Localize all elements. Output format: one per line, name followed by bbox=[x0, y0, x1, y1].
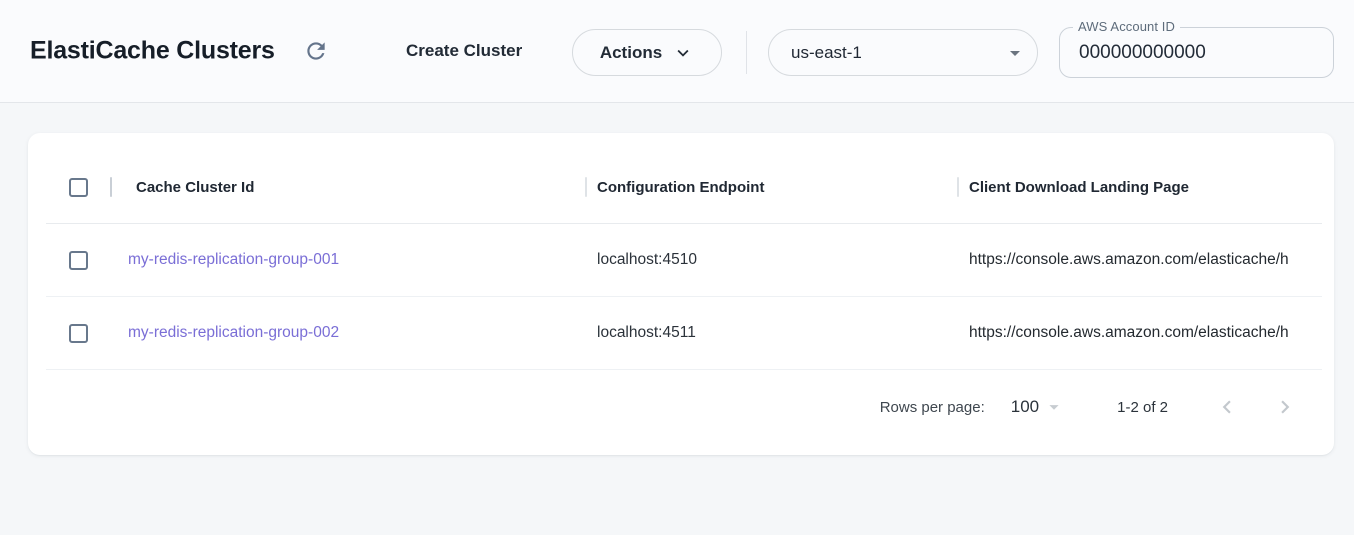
chevron-right-icon bbox=[1272, 394, 1298, 420]
chevron-left-icon bbox=[1214, 394, 1240, 420]
create-cluster-button[interactable]: Create Cluster bbox=[406, 41, 523, 60]
aws-account-id-input[interactable] bbox=[1060, 28, 1333, 77]
row-checkbox[interactable] bbox=[68, 250, 88, 270]
table-row: my-redis-replication-group-001 localhost… bbox=[46, 224, 1322, 297]
column-header-client-download-landing-page[interactable]: Client Download Landing Page bbox=[957, 151, 1322, 223]
refresh-button[interactable] bbox=[300, 35, 332, 67]
actions-button[interactable]: Actions bbox=[572, 29, 722, 76]
aws-account-id-label: AWS Account ID bbox=[1073, 19, 1181, 34]
cache-cluster-id-cell: my-redis-replication-group-001 bbox=[110, 251, 585, 269]
top-toolbar: ElastiCache Clusters Create Cluster Acti… bbox=[0, 0, 1354, 103]
region-select-value: us-east-1 bbox=[791, 42, 862, 62]
page-title: ElastiCache Clusters bbox=[30, 36, 275, 65]
row-checkbox-cell bbox=[46, 323, 110, 343]
column-header-cache-cluster-id[interactable]: Cache Cluster Id bbox=[110, 151, 585, 223]
table-header-row: Cache Cluster Id Configuration Endpoint … bbox=[46, 151, 1322, 224]
table-pagination: Rows per page: 100 1-2 of 2 bbox=[46, 370, 1322, 455]
configuration-endpoint-cell: localhost:4510 bbox=[597, 251, 697, 268]
configuration-endpoint-cell: localhost:4511 bbox=[597, 324, 696, 341]
refresh-icon bbox=[303, 38, 329, 64]
toolbar-divider bbox=[746, 31, 747, 74]
pagination-range-label: 1-2 of 2 bbox=[1117, 398, 1168, 416]
column-header-configuration-endpoint[interactable]: Configuration Endpoint bbox=[585, 151, 957, 223]
cluster-link[interactable]: my-redis-replication-group-002 bbox=[128, 324, 340, 341]
clusters-card: Cache Cluster Id Configuration Endpoint … bbox=[28, 133, 1334, 455]
rows-per-page-select[interactable]: 100 bbox=[1011, 396, 1065, 418]
client-download-landing-page-cell: https://console.aws.amazon.com/elasticac… bbox=[969, 324, 1289, 341]
previous-page-button[interactable] bbox=[1206, 386, 1248, 428]
actions-button-label: Actions bbox=[599, 42, 663, 62]
region-select[interactable]: us-east-1 bbox=[768, 29, 1038, 76]
header-checkbox-cell bbox=[46, 177, 110, 197]
clusters-table: Cache Cluster Id Configuration Endpoint … bbox=[46, 151, 1322, 455]
chevron-down-icon bbox=[672, 42, 694, 64]
dropdown-caret-icon bbox=[1003, 41, 1027, 65]
next-page-button[interactable] bbox=[1264, 386, 1306, 428]
select-all-checkbox[interactable] bbox=[68, 177, 88, 197]
client-download-landing-page-cell: https://console.aws.amazon.com/elasticac… bbox=[969, 251, 1289, 268]
dropdown-caret-icon bbox=[1043, 396, 1065, 418]
rows-per-page-value: 100 bbox=[1010, 397, 1040, 416]
aws-account-id-field: AWS Account ID bbox=[1059, 19, 1334, 78]
rows-per-page-label: Rows per page: bbox=[879, 398, 985, 416]
table-row: my-redis-replication-group-002 localhost… bbox=[46, 297, 1322, 370]
row-checkbox-cell bbox=[46, 250, 110, 270]
row-checkbox[interactable] bbox=[68, 323, 88, 343]
cluster-link[interactable]: my-redis-replication-group-001 bbox=[128, 251, 340, 268]
cache-cluster-id-cell: my-redis-replication-group-002 bbox=[110, 324, 585, 342]
